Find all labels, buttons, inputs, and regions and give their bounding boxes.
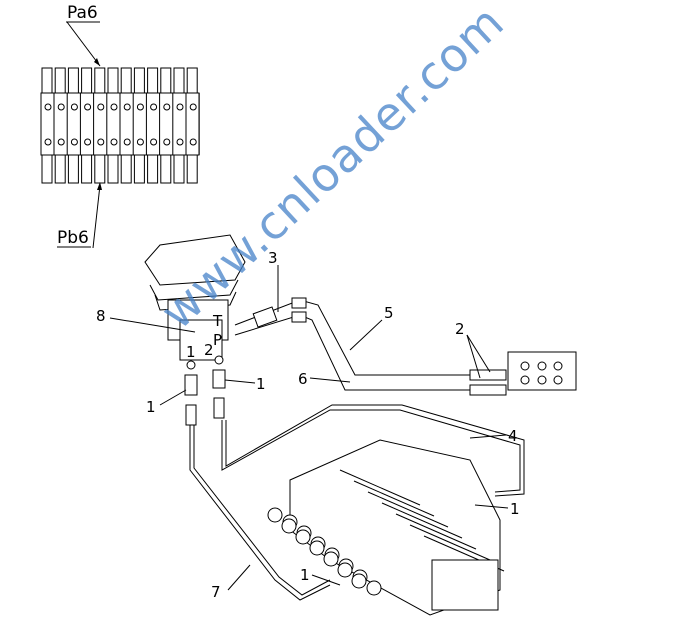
hose-4: [221, 409, 521, 493]
valve-section-line: [395, 513, 477, 550]
callout-8: 8: [96, 307, 106, 325]
port-t-label: T: [212, 312, 223, 330]
bolt-hole: [176, 103, 184, 111]
spool-top: [81, 67, 93, 94]
spool-top: [133, 67, 145, 94]
spool-bottom: [173, 154, 185, 184]
callout-4: 4: [508, 427, 518, 445]
callout-2-lever: 2: [204, 341, 214, 359]
bolt-hole: [110, 103, 118, 111]
valve-block-top-view: [40, 67, 200, 184]
spool-bottom: [186, 154, 198, 184]
pb6-leader: [92, 184, 101, 249]
callout-1-right: 1: [510, 500, 520, 518]
bolt-hole: [57, 103, 65, 111]
bolt-hole: [97, 103, 105, 111]
spool-bottom: [41, 154, 53, 184]
spool-top: [41, 67, 53, 94]
callout-3: 3: [268, 249, 278, 267]
bolt-hole: [150, 138, 158, 146]
spool-top: [173, 67, 185, 94]
spool-top: [186, 67, 198, 94]
spool-bottom: [67, 154, 79, 184]
callout-1-lever: 1: [186, 343, 196, 361]
bolt-hole: [70, 103, 78, 111]
spool-bottom: [107, 154, 119, 184]
port-p-label: P: [213, 331, 222, 349]
callout-6: 6: [298, 370, 308, 388]
callout-1-bottom: 1: [300, 566, 310, 584]
bolt-hole: [84, 138, 92, 146]
bolt-hole: [136, 103, 144, 111]
spool-bottom: [54, 154, 66, 184]
valve-spool-end: [337, 562, 353, 578]
callout-2-right: 2: [455, 320, 465, 338]
callout-pb6: Pb6: [57, 228, 89, 248]
valve-section-line: [353, 480, 435, 517]
bolt-hole: [97, 138, 105, 146]
valve-spool-end: [295, 529, 311, 545]
spool-bottom: [120, 154, 132, 184]
bolt-hole: [176, 138, 184, 146]
callout-8-leader: [109, 317, 196, 333]
bolt-hole: [44, 138, 52, 146]
valve-spool-end: [323, 551, 339, 567]
spool-top: [120, 67, 132, 94]
valve-spool-end: [309, 540, 325, 556]
valve-spool-end: [267, 507, 283, 523]
spool-top: [54, 67, 66, 94]
spool-top: [107, 67, 119, 94]
bolt-hole: [70, 138, 78, 146]
bolt-hole: [189, 138, 197, 146]
valve-section-line: [409, 524, 491, 561]
bolt-hole: [44, 103, 52, 111]
main-control-valve: [267, 439, 505, 616]
callout-1-left: 1: [146, 398, 156, 416]
valve-spool-end: [281, 518, 297, 534]
spool-top: [94, 67, 106, 94]
bolt-hole: [189, 103, 197, 111]
spool-top: [147, 67, 159, 94]
bolt-hole: [110, 138, 118, 146]
callout-5: 5: [384, 304, 394, 322]
valve-section-line: [381, 502, 463, 539]
spool-bottom: [147, 154, 159, 184]
bolt-hole: [150, 103, 158, 111]
valve-spool-end: [366, 580, 382, 596]
pilot-control-valve: [109, 234, 246, 361]
hose-7: [189, 425, 331, 601]
callout-pa6: Pa6: [67, 3, 98, 23]
valve-spool-end: [351, 573, 367, 589]
bolt-hole: [163, 103, 171, 111]
bolt-hole: [136, 138, 144, 146]
pa6-leader: [66, 21, 101, 67]
valve-section-line: [339, 469, 421, 506]
spool-top: [160, 67, 172, 94]
bolt-hole: [123, 103, 131, 111]
spool-bottom: [160, 154, 172, 184]
bolt-hole: [163, 138, 171, 146]
bolt-hole: [84, 103, 92, 111]
spool-top: [67, 67, 79, 94]
spool-bottom: [94, 154, 106, 184]
spool-bottom: [133, 154, 145, 184]
valve-section-line: [367, 491, 449, 528]
bolt-hole: [57, 138, 65, 146]
callout-7: 7: [211, 583, 221, 601]
spool-bottom: [81, 154, 93, 184]
bolt-hole: [123, 138, 131, 146]
hose-6: [234, 314, 470, 391]
callout-1-mid: 1: [256, 375, 266, 393]
